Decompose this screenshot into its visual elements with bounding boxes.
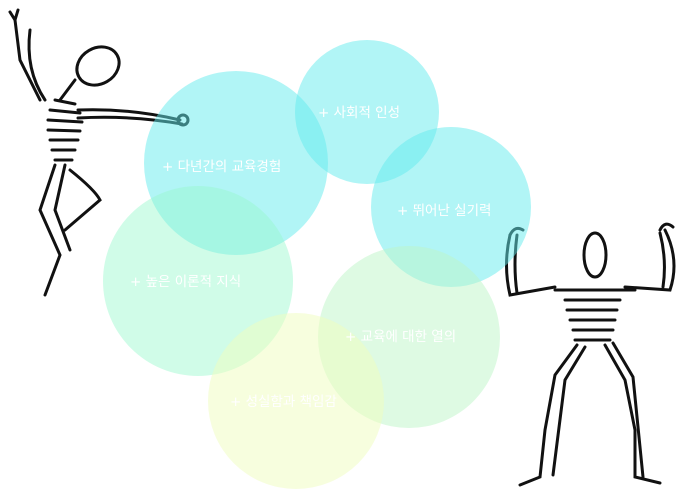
label-passion: + 교육에 대한 열의 <box>345 329 457 345</box>
label-character: + 사회적 인성 <box>318 105 400 121</box>
label-experience: + 다년간의 교육경험 <box>162 159 282 175</box>
jumping-stick-figure <box>8 8 190 297</box>
label-skill: + 뛰어난 실기력 <box>397 203 492 219</box>
label-theory: + 높은 이론적 지식 <box>130 274 242 290</box>
label-responsibility: + 성실함과 책임감 <box>230 394 337 410</box>
circle-responsibility <box>208 313 384 489</box>
flexing-stick-figure <box>505 222 676 487</box>
